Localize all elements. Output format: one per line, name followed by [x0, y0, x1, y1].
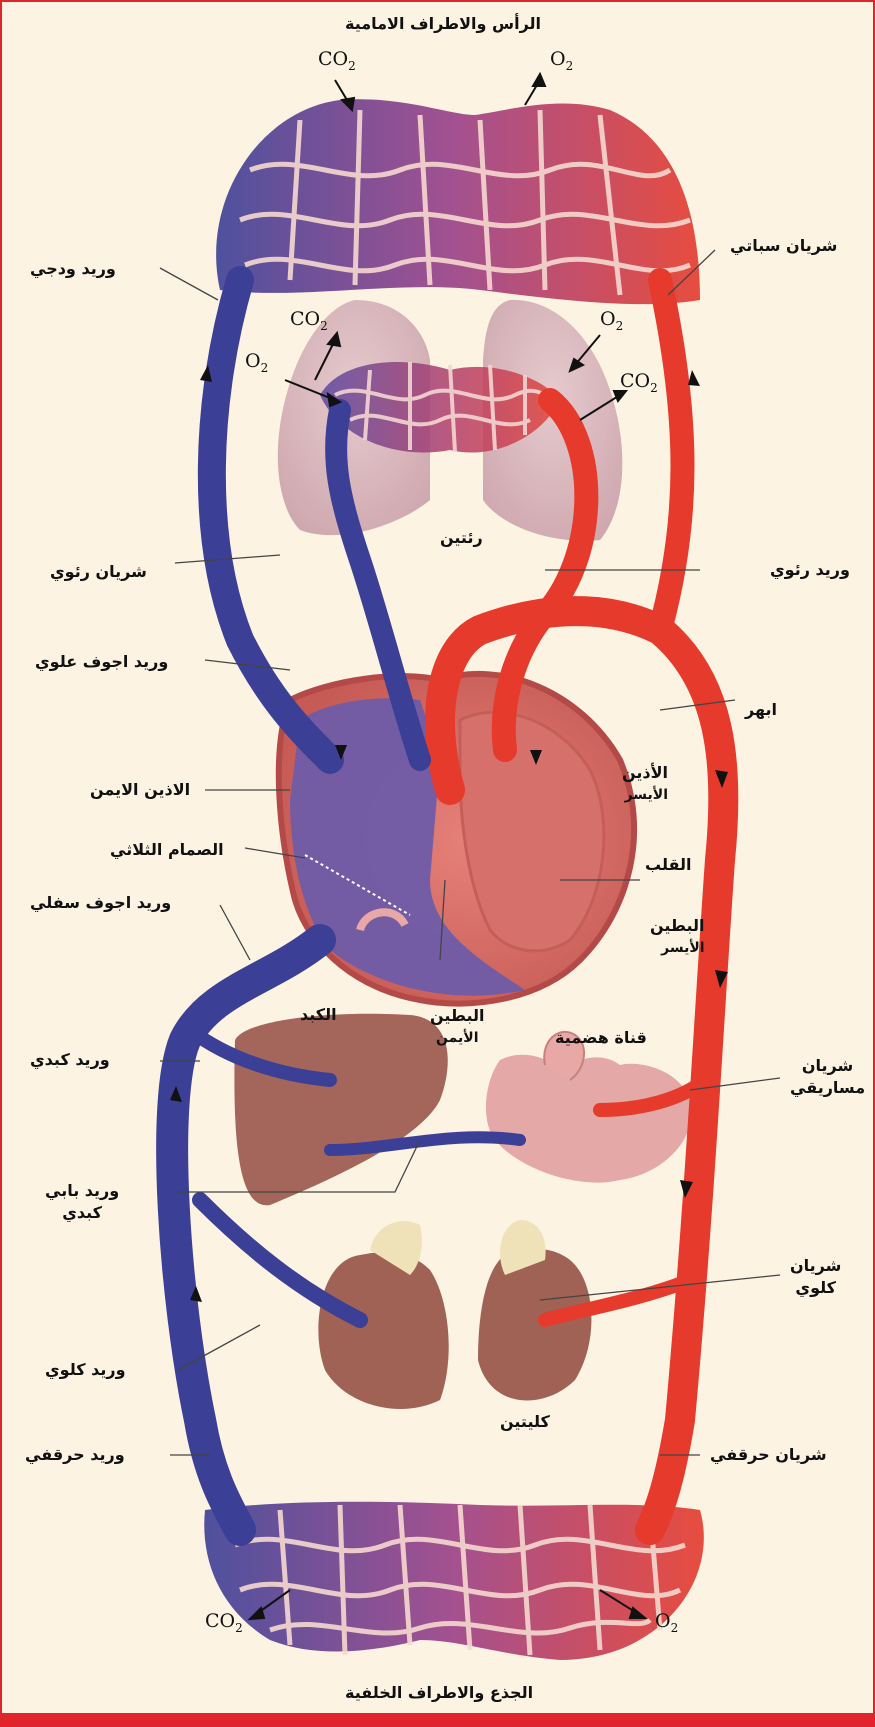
label-head-forelimbs: الرأس والاطراف الامامية	[345, 14, 541, 33]
renal-vein	[200, 1200, 360, 1320]
label-mesenteric-artery-line1: شريان	[790, 1055, 865, 1077]
gas-label-o2-bottom: O2	[655, 1610, 678, 1635]
label-right-ventricle-line1: البطين	[430, 1005, 485, 1027]
label-mesenteric-artery-line2: مساريقي	[790, 1077, 865, 1099]
label-kidneys: كليتين	[500, 1412, 550, 1431]
label-lungs: رئتين	[440, 528, 483, 547]
label-tricuspid-valve: الصمام الثلاثي	[110, 840, 224, 859]
label-right-atrium: الاذين الايمن	[90, 780, 190, 799]
label-digestive-tract: قناة هضمية	[555, 1028, 647, 1047]
label-renal-artery-line1: شريان	[790, 1255, 841, 1277]
gas-label-o2-lung-left: O2	[245, 350, 268, 375]
label-hepatic-portal-vein-line2: كبدي	[45, 1202, 119, 1224]
label-iliac-artery: شريان حرقفي	[710, 1445, 827, 1464]
label-carotid-artery: شريان سباتي	[730, 236, 837, 255]
liver-shape	[234, 1014, 447, 1206]
label-inferior-vena-cava: وريد اجوف سفلي	[30, 893, 171, 912]
label-hepatic-portal-vein-line1: وريد بابي	[45, 1180, 119, 1202]
gas-label-co2-bottom-main: CO	[205, 1610, 235, 1632]
label-renal-artery: شريان كلوي	[790, 1255, 841, 1299]
label-hepatic-portal-vein: وريد بابي كبدي	[45, 1180, 119, 1224]
label-right-ventricle-line2: الأيمن	[430, 1027, 485, 1049]
gas-label-co2-top-sub: 2	[348, 59, 356, 73]
gas-label-co2-bottom: CO2	[205, 1610, 243, 1635]
gas-label-co2-top: CO2	[318, 48, 356, 73]
gas-label-co2-lung-right-main: CO	[620, 370, 650, 392]
label-mesenteric-artery: شريان مساريقي	[790, 1055, 865, 1099]
label-left-ventricle: البطين الأيسر	[650, 915, 705, 959]
label-left-ventricle-line1: البطين	[650, 915, 705, 937]
label-pulmonary-artery: شريان رئوي	[50, 562, 147, 581]
label-aorta: ابهر	[745, 700, 777, 719]
label-left-atrium-line1: الأذين	[622, 762, 668, 784]
gas-label-o2-bottom-sub: 2	[671, 1621, 679, 1635]
label-pulmonary-vein: وريد رئوي	[770, 560, 850, 579]
label-left-atrium-line2: الأيسر	[622, 784, 668, 806]
gas-label-o2-lung-left-sub: 2	[261, 361, 269, 375]
label-hepatic-vein: وريد كبدي	[30, 1050, 110, 1069]
label-left-atrium: الأذين الأيسر	[622, 762, 668, 806]
digestive-tract-shape	[486, 1055, 692, 1183]
label-right-ventricle: البطين الأيمن	[430, 1005, 485, 1049]
carotid-artery	[660, 280, 683, 630]
label-renal-vein: وريد كلوي	[45, 1360, 126, 1379]
label-renal-artery-line2: كلوي	[790, 1277, 841, 1299]
gas-label-co2-lung-left-sub: 2	[320, 319, 328, 333]
left-kidney-shape	[478, 1249, 591, 1401]
label-iliac-vein: وريد حرقفي	[25, 1445, 125, 1464]
label-liver: الكبد	[300, 1005, 337, 1024]
gas-label-co2-lung-left: CO2	[290, 308, 328, 333]
gas-label-o2-top-main: O	[550, 48, 566, 70]
gas-label-o2-top: O2	[550, 48, 573, 73]
label-superior-vena-cava: وريد اجوف علوي	[35, 652, 168, 671]
label-jugular-vein: وريد ودجي	[30, 259, 116, 278]
gas-label-o2-bottom-main: O	[655, 1610, 671, 1632]
gas-label-o2-lung-left-main: O	[245, 350, 261, 372]
label-trunk-hindlimbs: الجذع والاطراف الخلفية	[345, 1683, 533, 1702]
right-kidney-shape	[318, 1252, 448, 1409]
label-heart: القلب	[645, 855, 691, 874]
gas-label-o2-top-sub: 2	[566, 59, 574, 73]
gas-label-co2-top-main: CO	[318, 48, 348, 70]
gas-label-co2-bottom-sub: 2	[235, 1621, 243, 1635]
gas-label-o2-lung-right: O2	[600, 308, 623, 333]
gas-label-o2-lung-right-main: O	[600, 308, 616, 330]
gas-label-o2-lung-right-sub: 2	[616, 319, 624, 333]
label-left-ventricle-line2: الأيسر	[650, 937, 705, 959]
gas-label-co2-lung-right: CO2	[620, 370, 658, 395]
gas-label-co2-lung-left-main: CO	[290, 308, 320, 330]
gas-label-co2-lung-right-sub: 2	[650, 381, 658, 395]
